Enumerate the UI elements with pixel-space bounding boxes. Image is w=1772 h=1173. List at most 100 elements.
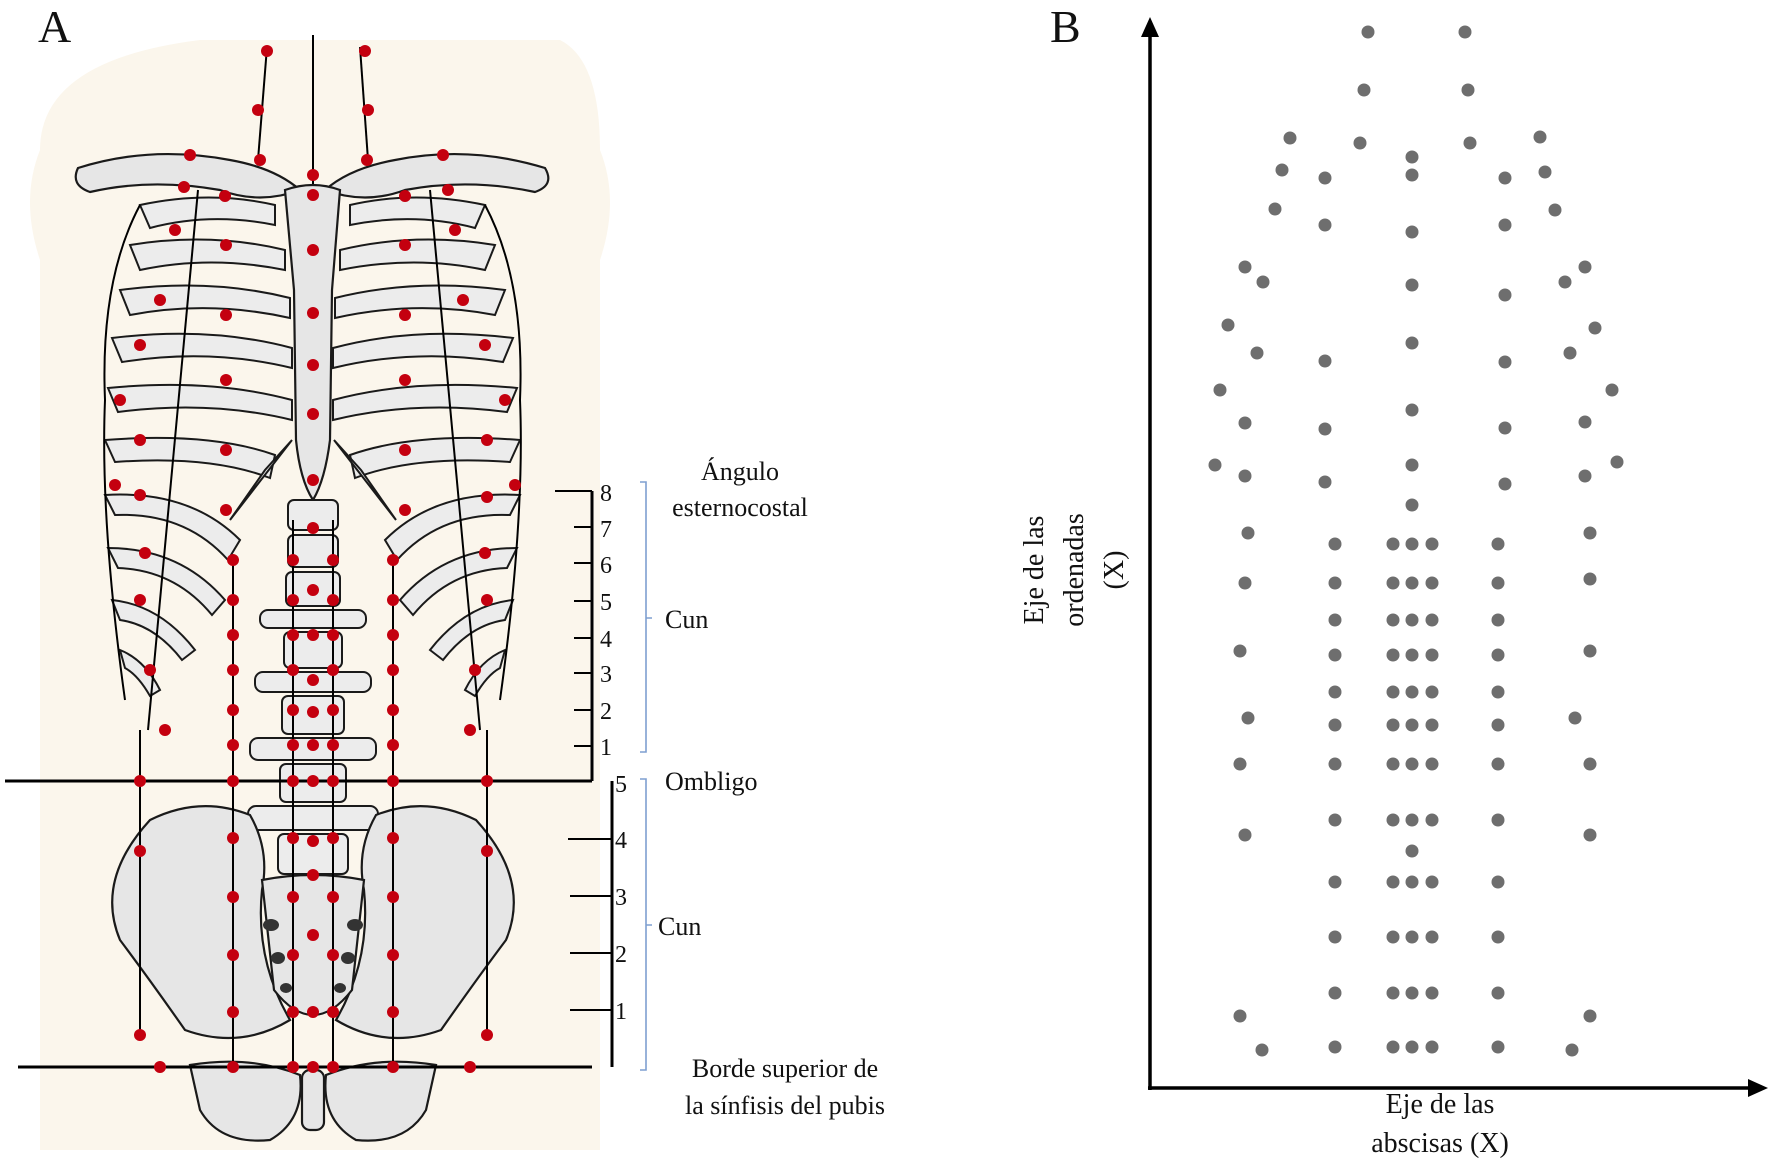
acupoint-a [287, 1006, 299, 1018]
acupoint-a [227, 664, 239, 676]
acupoint-a [307, 706, 319, 718]
point-b [1498, 288, 1512, 302]
costal-cartilage-right [333, 439, 397, 521]
point-b [1405, 844, 1419, 858]
point-b [1498, 218, 1512, 232]
point-b [1583, 1009, 1597, 1023]
point-b [1233, 1009, 1247, 1023]
acupoint-a [307, 169, 319, 181]
point-b [1491, 930, 1505, 944]
acupoint-a [169, 224, 181, 236]
acupoint-a [287, 949, 299, 961]
point-b [1578, 469, 1592, 483]
point-b [1353, 136, 1367, 150]
acupoint-a [307, 775, 319, 787]
acupoint-a [387, 629, 399, 641]
point-b [1328, 757, 1342, 771]
point-b [1386, 576, 1400, 590]
y-axis-title-line2: ordenadas [1059, 513, 1090, 627]
point-b [1238, 469, 1252, 483]
point-b [1328, 537, 1342, 551]
point-b [1425, 537, 1439, 551]
acupoint-a [359, 45, 371, 57]
acupoint-a [481, 775, 493, 787]
point-b [1583, 572, 1597, 586]
acupoint-a [227, 949, 239, 961]
point-b [1425, 576, 1439, 590]
point-b [1491, 576, 1505, 590]
point-b [1583, 828, 1597, 842]
rib-cage-right [332, 196, 522, 701]
acupoint-a [327, 594, 339, 606]
costal-cartilage-left [229, 439, 293, 521]
acupoint-a [387, 949, 399, 961]
point-b [1386, 718, 1400, 732]
point-b [1578, 260, 1592, 274]
acupoint-a [399, 239, 411, 251]
acupoint-a [307, 189, 319, 201]
acupoint-a [134, 1029, 146, 1041]
point-b [1605, 383, 1619, 397]
point-b [1328, 613, 1342, 627]
point-b [1328, 685, 1342, 699]
point-b [1405, 1040, 1419, 1054]
point-b [1405, 168, 1419, 182]
acupoint-a [399, 444, 411, 456]
brace-upper [640, 481, 652, 753]
acupoint-a [254, 154, 266, 166]
point-b [1405, 225, 1419, 239]
point-b [1238, 416, 1252, 430]
acupoint-a [327, 832, 339, 844]
point-b [1233, 757, 1247, 771]
acupoint-a [307, 584, 319, 596]
point-b [1405, 498, 1419, 512]
acupoint-a [509, 479, 521, 491]
acupoint-a [134, 434, 146, 446]
y-axis-title-line1: Eje de las [1019, 516, 1050, 625]
acupoint-a [139, 547, 151, 559]
point-b [1238, 260, 1252, 274]
acupoint-a [387, 891, 399, 903]
acupoint-a [307, 869, 319, 881]
point-b [1458, 25, 1472, 39]
acupoint-a [227, 629, 239, 641]
point-b [1425, 613, 1439, 627]
point-b [1250, 346, 1264, 360]
point-b [1283, 131, 1297, 145]
acupoint-a [481, 434, 493, 446]
acupoint-a [287, 1061, 299, 1073]
navel-label: Ombligo [665, 767, 757, 796]
acupoint-a [252, 104, 264, 116]
point-b [1208, 458, 1222, 472]
pubis-label-line1: Borde superior de [692, 1054, 878, 1083]
point-b [1386, 986, 1400, 1000]
point-b [1568, 711, 1582, 725]
acupoint-a [134, 845, 146, 857]
point-b [1386, 537, 1400, 551]
acupoint-a [327, 664, 339, 676]
point-b [1241, 711, 1255, 725]
cun-label-upper: Cun [665, 605, 708, 634]
acupoint-a [464, 1061, 476, 1073]
acupoint-a [134, 594, 146, 606]
point-b [1588, 321, 1602, 335]
acupoint-a [287, 629, 299, 641]
point-b [1328, 576, 1342, 590]
acupoint-a [307, 929, 319, 941]
acupoint-a [114, 394, 126, 406]
acupoint-a [327, 1006, 339, 1018]
point-b [1558, 275, 1572, 289]
point-b [1491, 718, 1505, 732]
upper-tick-7: 7 [600, 517, 612, 543]
point-b [1275, 163, 1289, 177]
point-b [1405, 150, 1419, 164]
acupoint-a [220, 504, 232, 516]
neck-line-left [257, 46, 268, 161]
lower-tick-3: 3 [615, 885, 627, 911]
point-b [1256, 275, 1270, 289]
point-b [1328, 718, 1342, 732]
acupoint-a [387, 739, 399, 751]
point-b [1361, 25, 1375, 39]
acupoint-a [307, 244, 319, 256]
point-b [1425, 648, 1439, 662]
